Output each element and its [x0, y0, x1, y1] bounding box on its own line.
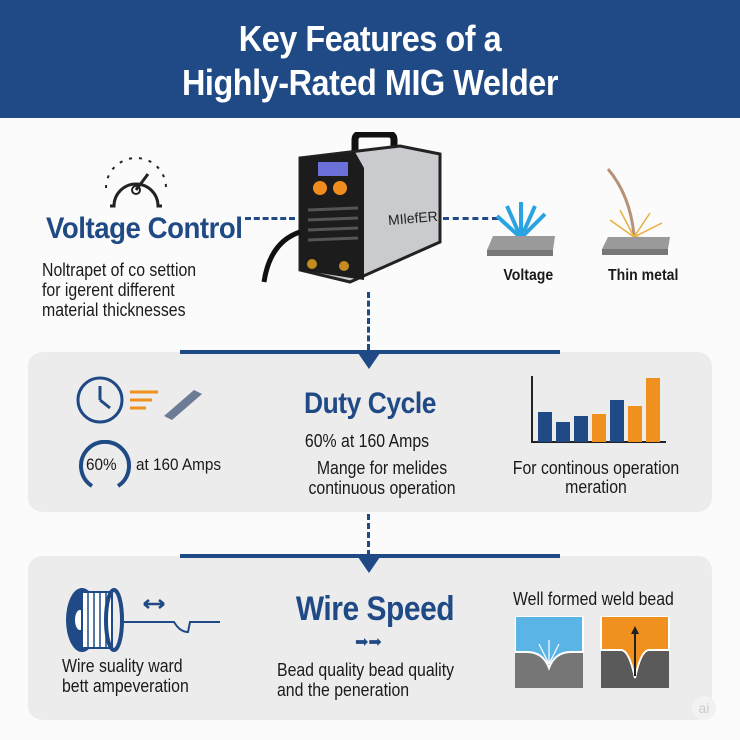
desc-line: and the peneration — [277, 680, 410, 700]
divider-line — [180, 554, 560, 558]
left-line: bett ampeveration — [62, 676, 189, 696]
duty-cycle-heading: Duty Cycle — [303, 387, 437, 420]
title-line-1: Key Features of a — [238, 18, 502, 59]
welder-machine-image: MIlefER — [260, 130, 450, 292]
left-line: Wire suality ward — [62, 656, 183, 676]
header-banner: Key Features of a Highly-Rated MIG Welde… — [0, 0, 740, 118]
progress-arc-icon — [79, 440, 131, 488]
duty-desc-line: continuous operation — [308, 478, 456, 498]
wire-speed-left-text: Wire suality ward bett ampeveration — [62, 656, 206, 696]
desc-line: for igerent different — [42, 280, 175, 300]
wire-speed-description: Bead quality bead quality and the penera… — [277, 660, 478, 700]
bead-caption: Well formed weld bead — [513, 589, 674, 609]
connector-dashed-right — [443, 217, 498, 220]
metal-beam-icon — [164, 390, 202, 420]
gauge-icon — [105, 157, 167, 208]
divider-line — [180, 350, 560, 354]
wire-speed-heading: Wire Speed — [295, 590, 455, 628]
weld-bead-icon — [515, 616, 670, 688]
desc-line: Noltrapet of co settion — [42, 260, 197, 280]
weld-example-label: Voltage — [503, 267, 554, 284]
duty-cycle-subheading: 60% at 160 Amps — [304, 431, 430, 451]
duty-badge-percent: 60% — [86, 455, 117, 474]
connector-dashed-down — [367, 292, 370, 350]
weld-sparks-thin-metal-icon — [602, 168, 670, 255]
double-arrow-icon: ➡➡ — [355, 634, 382, 651]
wire-spool-icon — [66, 588, 220, 652]
arrow-down-icon — [358, 557, 380, 573]
chart-caption-line: meration — [565, 477, 627, 497]
duty-desc-line: Mange for melides — [316, 458, 448, 478]
weld-example-label: Thin metal — [608, 267, 679, 284]
connector-dashed-down — [367, 514, 370, 556]
title-line-2: Highly-Rated MIG Welder — [181, 62, 559, 103]
arrow-down-icon — [358, 353, 380, 369]
voltage-control-heading: Voltage Control — [46, 212, 243, 245]
clock-icon — [76, 376, 202, 424]
chart-caption-line: For continous operation — [512, 458, 680, 478]
wire-speed-panel — [28, 556, 712, 720]
duty-badge-text: at 160 Amps — [136, 455, 222, 474]
bar-chart-icon — [531, 376, 666, 443]
voltage-control-description: Noltrapet of co settion for igerent diff… — [42, 260, 217, 320]
weld-sparks-blue-icon — [487, 202, 555, 256]
watermark: ai — [692, 696, 716, 720]
desc-line: Bead quality bead quality — [277, 660, 455, 680]
connector-dashed-left — [245, 217, 295, 220]
desc-line: material thicknesses — [42, 300, 186, 320]
